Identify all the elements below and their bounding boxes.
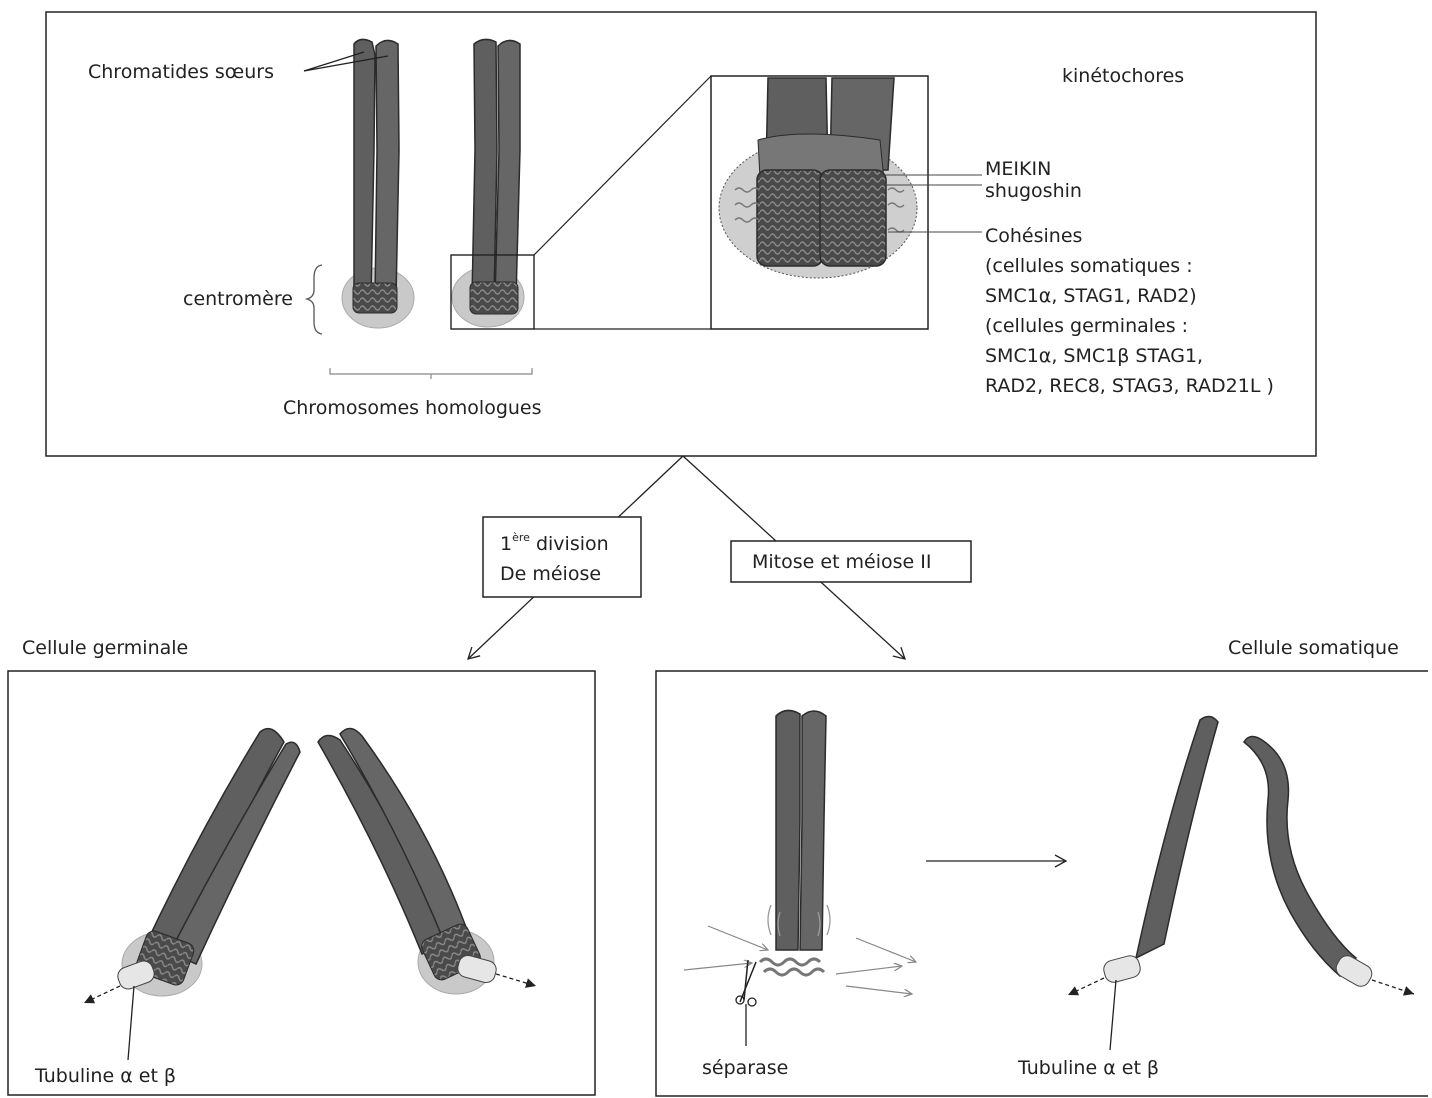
label-cohesins-1: (cellules somatiques :	[985, 255, 1193, 277]
germinal-panel-title: Cellule germinale	[22, 637, 188, 659]
sister-chromatid	[354, 39, 375, 298]
separase-arrow	[708, 926, 768, 950]
separase-arrow	[846, 986, 912, 994]
box-frame	[483, 517, 641, 597]
cleaved-cohesins	[760, 959, 824, 975]
cohesin-ring	[353, 283, 397, 313]
label-cohesins-4: SMC1α, SMC1β STAG1,	[985, 345, 1203, 367]
cohesin-block	[820, 170, 886, 266]
sister-chromatid	[472, 39, 497, 298]
label-meikin: MEIKIN	[985, 158, 1051, 180]
box-first-meiotic-division: 1ère division De méiose	[483, 517, 641, 597]
pull-arrow	[1068, 978, 1104, 995]
label-cohesins-0: Cohésines	[985, 225, 1082, 247]
separase-arrow	[836, 966, 902, 974]
cohesin-ring	[470, 282, 518, 314]
pull-arrow	[84, 986, 120, 1003]
germinal-chromosome-right	[318, 728, 536, 994]
zoom-projection-line	[534, 76, 711, 255]
single-chromatid	[1244, 736, 1356, 976]
pull-arrow	[496, 974, 536, 986]
label-shugoshin: shugoshin	[985, 180, 1082, 202]
germinal-chromosome-left	[84, 729, 300, 1003]
somatic-panel-frame	[656, 671, 1428, 1096]
label-sister-chromatids: Chromatides sœurs	[88, 61, 274, 83]
pull-arrow	[1372, 980, 1414, 994]
label-meiosis-rest: division	[530, 533, 609, 555]
tubulin-microtubule	[1102, 954, 1142, 985]
centromere-brace	[307, 265, 322, 334]
homologues-bracket	[330, 368, 532, 379]
label-cohesins-5: RAD2, REC8, STAG3, RAD21L )	[985, 375, 1274, 397]
germinal-panel-frame	[8, 671, 595, 1095]
label-homologous-chromosomes: Chromosomes homologues	[283, 397, 542, 419]
label-kinetochores: kinétochores	[1062, 65, 1184, 87]
somatic-chromatid-right	[1244, 736, 1414, 994]
box-mitosis-meiosis-ii: Mitose et méiose II	[731, 541, 971, 582]
label-meiosis-line2: De méiose	[500, 563, 601, 585]
label-centromere: centromère	[183, 288, 293, 310]
label-meiosis-sup: ère	[512, 531, 530, 544]
chromosome-right	[452, 39, 524, 327]
sister-chromatid	[375, 40, 399, 298]
separase-arrow	[684, 963, 752, 970]
somatic-panel-title: Cellule somatique	[1228, 637, 1399, 659]
sister-chromatid	[495, 40, 520, 298]
cohesin-block	[757, 170, 823, 266]
label-mitosis: Mitose et méiose II	[752, 551, 932, 573]
germinal-label-tubulin: Tubuline α et β	[34, 1065, 176, 1087]
label-cohesins-3: (cellules germinales :	[985, 315, 1188, 337]
somatic-chromosome-paired	[684, 710, 916, 1046]
single-chromatid	[1136, 716, 1218, 958]
separase-arrow	[856, 938, 916, 962]
scissors-icon	[736, 960, 756, 1006]
leader-line-tubulin	[1110, 980, 1116, 1050]
sister-chromatid	[800, 711, 826, 950]
label-cohesins-2: SMC1α, STAG1, RAD2)	[985, 285, 1197, 307]
kinetochore-inset	[711, 76, 928, 329]
somatic-chromatid-left	[1068, 716, 1218, 1050]
somatic-label-tubulin: Tubuline α et β	[1017, 1057, 1159, 1079]
label-meiosis-num: 1	[500, 533, 512, 555]
leader-line-tubulin	[128, 986, 134, 1060]
somatic-label-separase: séparase	[702, 1057, 788, 1079]
chromosome-left	[342, 39, 414, 328]
